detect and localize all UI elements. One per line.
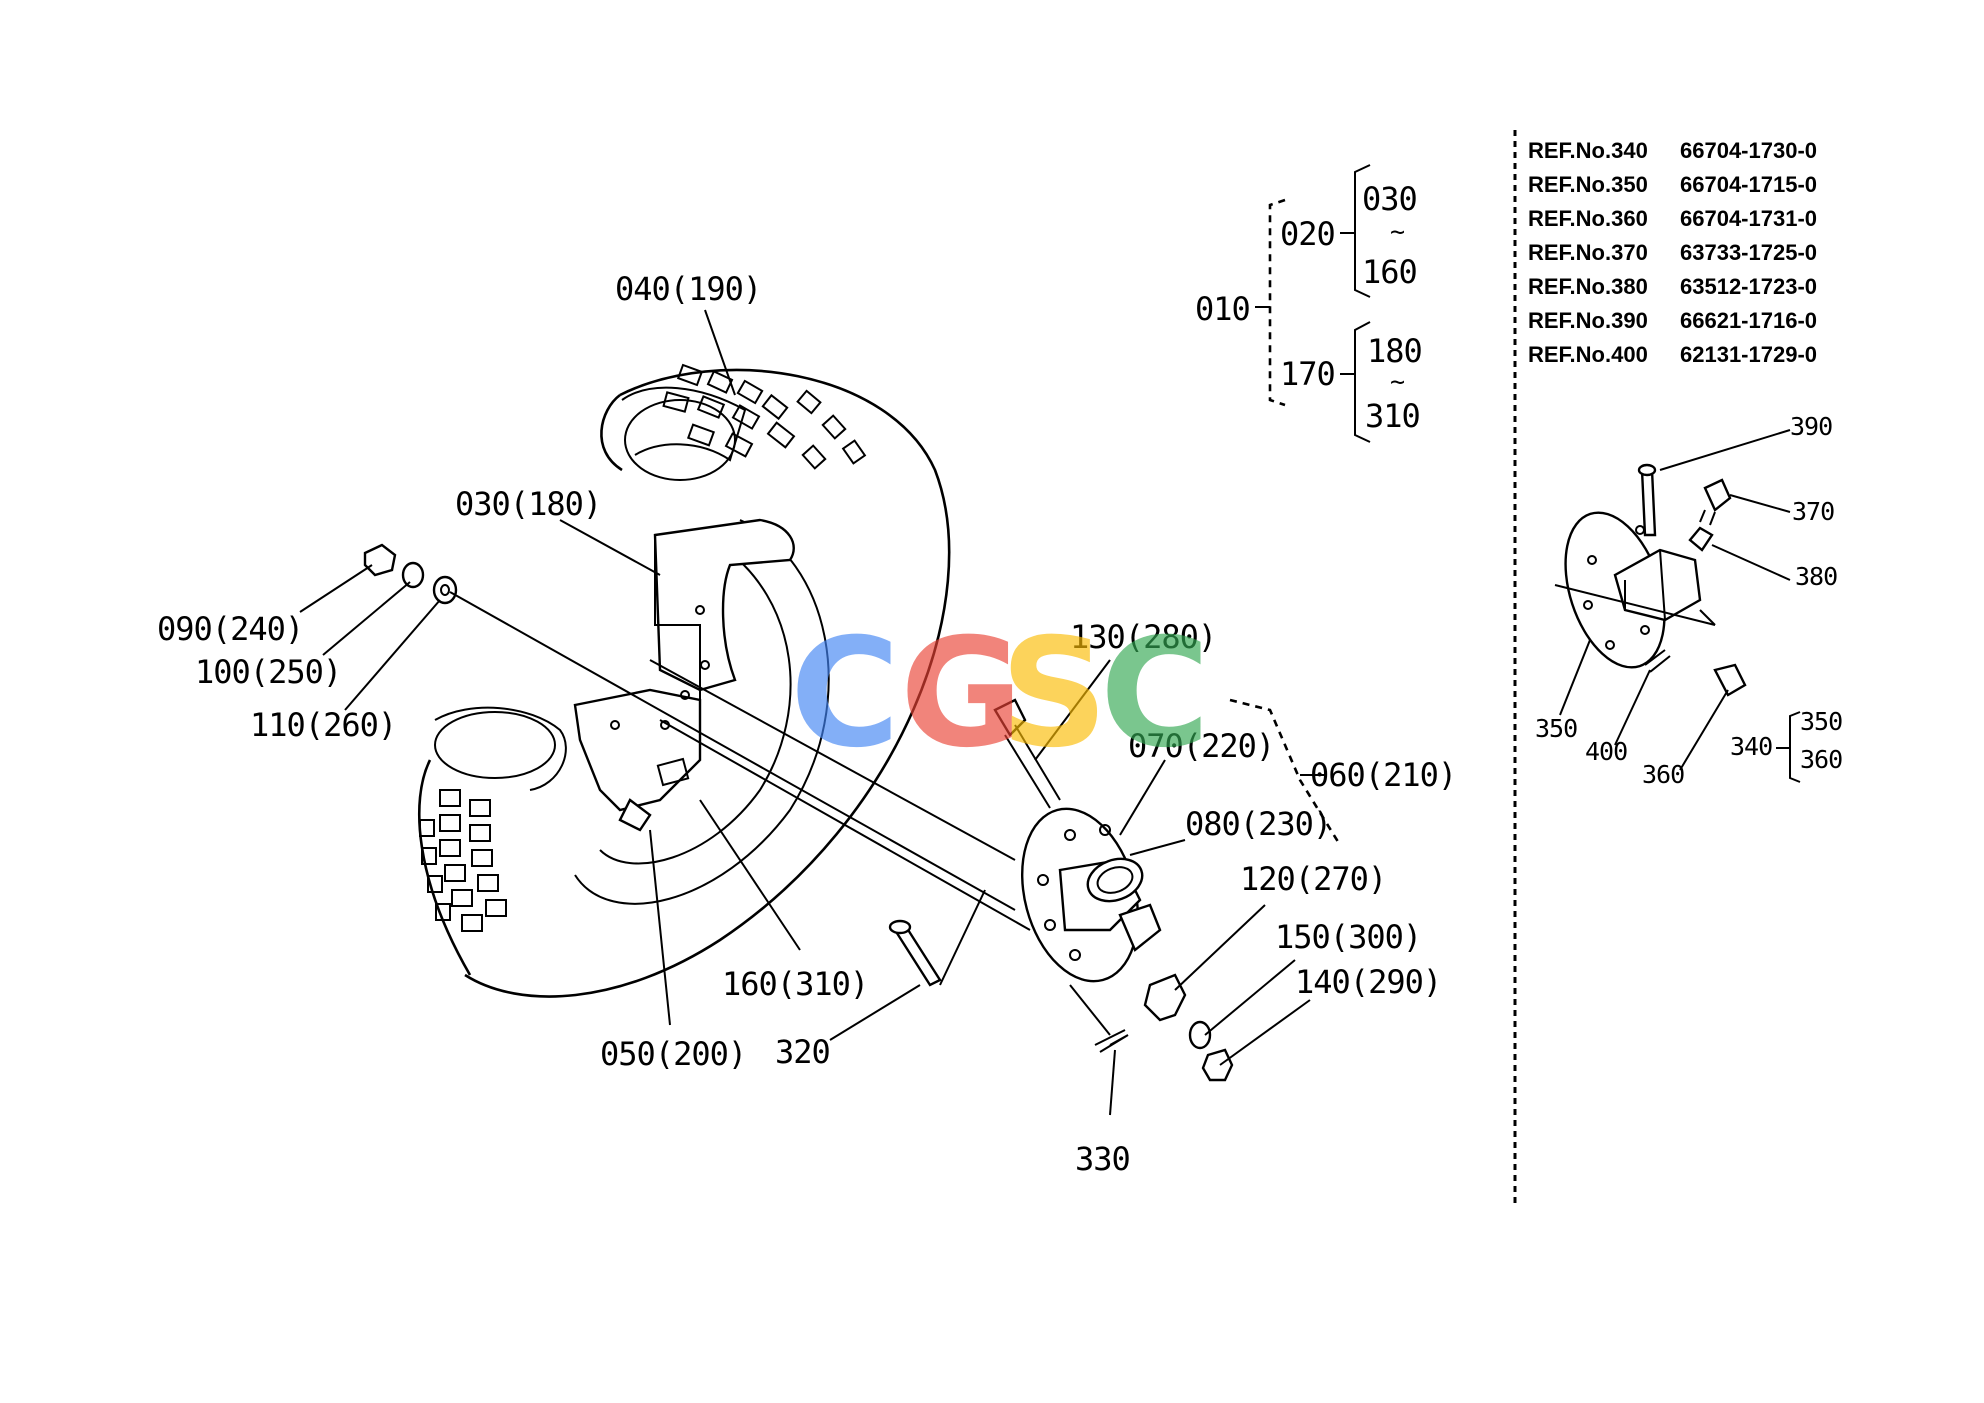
hardware-090-110 xyxy=(363,543,458,605)
leader-lines xyxy=(299,309,1342,1116)
callout-340-top: 350 xyxy=(1800,707,1842,736)
callout-130: 130(280) xyxy=(1070,618,1216,656)
ref-row-360: REF.No.360 xyxy=(1528,206,1648,231)
ref-row-350: REF.No.350 xyxy=(1528,172,1648,197)
tree-b-bottom: 310 xyxy=(1365,397,1420,435)
callout-140: 140(290) xyxy=(1295,963,1441,1001)
callout-090: 090(240) xyxy=(157,610,303,648)
callout-150: 150(300) xyxy=(1275,918,1421,956)
callout-330: 330 xyxy=(1075,1140,1130,1178)
tree-a-top: 030 xyxy=(1362,180,1417,218)
callout-340: 340 xyxy=(1730,732,1772,761)
inset-hub xyxy=(1554,429,1791,771)
callout-110: 110(260) xyxy=(250,706,396,744)
ref-part-350: 66704-1715-0 xyxy=(1680,172,1817,197)
nut-120 xyxy=(1143,973,1187,1022)
washer-150 xyxy=(1188,1020,1212,1050)
watermark-letter-2: G xyxy=(900,607,1023,781)
callout-030: 030(180) xyxy=(455,485,601,523)
ref-part-340: 66704-1730-0 xyxy=(1680,138,1817,163)
ref-list: REF.No.340 66704-1730-0 REF.No.350 66704… xyxy=(1528,138,1817,367)
ref-row-400: REF.No.400 xyxy=(1528,342,1648,367)
valve xyxy=(618,798,652,832)
rim-label-patch xyxy=(656,757,690,787)
tree-a-bottom: 160 xyxy=(1362,253,1417,291)
inset-callouts: 390 370 380 350 400 360 340 350 360 xyxy=(1535,412,1843,789)
callout-120: 120(270) xyxy=(1240,860,1386,898)
ref-part-400: 62131-1729-0 xyxy=(1680,342,1817,367)
callout-040: 040(190) xyxy=(615,270,761,308)
tree-a: 020 xyxy=(1280,215,1335,253)
callout-340-bottom: 360 xyxy=(1800,745,1842,774)
callout-160: 160(310) xyxy=(722,965,868,1003)
assembly-tree: 010 020 030 ~ 160 170 180 ~ 310 xyxy=(1195,164,1423,443)
ref-part-370: 63733-1725-0 xyxy=(1680,240,1817,265)
callout-050: 050(200) xyxy=(600,1035,746,1073)
callout-350: 350 xyxy=(1535,714,1577,743)
callout-320: 320 xyxy=(775,1033,830,1071)
tread-pattern-upper xyxy=(662,363,867,470)
tree-root: 010 xyxy=(1195,290,1250,328)
watermark-letter-4: C xyxy=(1100,607,1210,781)
callout-100: 100(250) xyxy=(195,653,341,691)
rim xyxy=(573,518,795,832)
cgsc-watermark: C G S C xyxy=(790,607,1210,781)
nut-140 xyxy=(1201,1048,1234,1082)
tree-b-top: 180 xyxy=(1367,332,1422,370)
tree-b-tilde: ~ xyxy=(1390,367,1404,396)
ref-row-390: REF.No.390 xyxy=(1528,308,1648,333)
callout-400: 400 xyxy=(1585,737,1627,766)
tree-b: 170 xyxy=(1280,355,1335,393)
callout-060: 060(210) xyxy=(1310,756,1456,794)
tread-pattern-lower xyxy=(419,789,507,932)
callout-390: 390 xyxy=(1790,412,1832,441)
callout-070: 070(220) xyxy=(1128,727,1274,765)
ref-row-370: REF.No.370 xyxy=(1528,240,1648,265)
callout-370: 370 xyxy=(1792,497,1834,526)
callout-080: 080(230) xyxy=(1185,805,1331,843)
watermark-letter-1: C xyxy=(790,607,900,781)
tire xyxy=(418,363,951,998)
cotter-pin-330 xyxy=(1094,1029,1129,1053)
watermark-letter-3: S xyxy=(1000,607,1108,781)
callout-360: 360 xyxy=(1642,760,1684,789)
ref-part-380: 63512-1723-0 xyxy=(1680,274,1817,299)
ref-row-340: REF.No.340 xyxy=(1528,138,1648,163)
callout-380: 380 xyxy=(1795,562,1837,591)
tree-a-tilde: ~ xyxy=(1390,217,1404,246)
part-callouts: 040(190) 030(180) 090(240) 100(250) 110(… xyxy=(157,270,1457,1178)
bolt-130 xyxy=(993,698,1027,737)
ref-part-390: 66621-1716-0 xyxy=(1680,308,1817,333)
ref-row-380: REF.No.380 xyxy=(1528,274,1648,299)
ref-part-360: 66704-1731-0 xyxy=(1680,206,1817,231)
hub-assembly xyxy=(888,698,1234,1082)
